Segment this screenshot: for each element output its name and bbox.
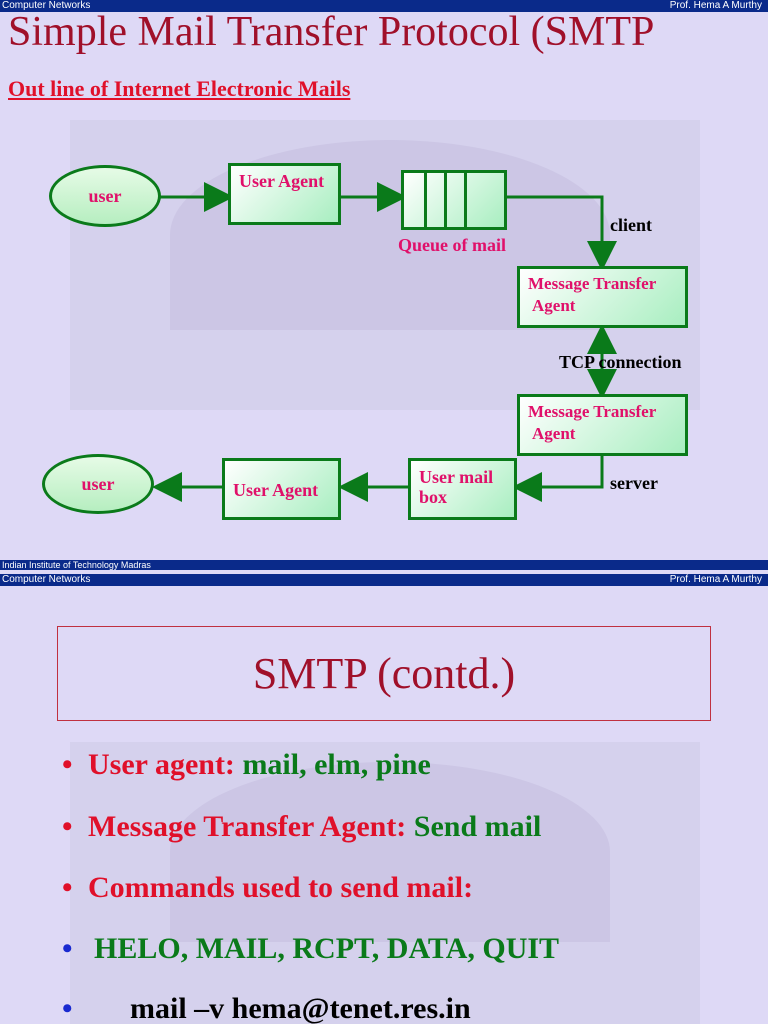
bullet-label: Message Transfer Agent: <box>88 810 414 843</box>
header-bar-2: Computer Networks Prof. Hema A Murthy <box>0 574 768 586</box>
mail-queue-node <box>401 170 507 230</box>
mta-top-line2: Agent <box>528 295 677 317</box>
user-agent-top-node: User Agent <box>228 163 341 225</box>
user-bottom-label: user <box>82 474 115 495</box>
bullet-item: • Message Transfer Agent: Send mail <box>62 810 541 844</box>
mailbox-line2: box <box>419 487 506 507</box>
bullet-value: mail –v hema@tenet.res.in <box>130 992 471 1024</box>
queue-label: Queue of mail <box>398 235 506 256</box>
mta-top-line1: Message Transfer <box>528 273 677 295</box>
slide-1: Computer Networks Prof. Hema A Murthy Si… <box>0 0 768 572</box>
bullet-item: • Commands used to send mail: <box>62 871 473 905</box>
bullet-marker: • <box>62 871 73 904</box>
mailbox-line1: User mail <box>419 467 506 487</box>
bullet-item: • User agent: mail, elm, pine <box>62 748 431 782</box>
bullet-marker: • <box>62 748 73 781</box>
user-top-label: user <box>89 186 122 207</box>
user-agent-top-label: User Agent <box>239 171 324 191</box>
mta-bottom-line1: Message Transfer <box>528 401 677 423</box>
mailbox-node: User mail box <box>408 458 517 520</box>
footer-bar: Indian Institute of Technology Madras <box>0 560 768 570</box>
header-left-2: Computer Networks <box>2 574 90 586</box>
bullet-value: HELO, MAIL, RCPT, DATA, QUIT <box>94 932 559 965</box>
user-agent-bottom-label: User Agent <box>233 480 318 500</box>
slide-title-2: SMTP (contd.) <box>253 648 515 699</box>
bullet-marker: • <box>62 810 73 843</box>
footer-left: Indian Institute of Technology Madras <box>2 560 151 570</box>
tcp-label: TCP connection <box>559 352 682 373</box>
bullet-value: Send mail <box>414 810 542 843</box>
dome-watermark-2 <box>170 762 610 942</box>
mta-bottom-node: Message Transfer Agent <box>517 394 688 456</box>
server-label: server <box>610 473 658 494</box>
arrow-mta-to-mailbox <box>518 456 602 487</box>
bullet-value: mail, elm, pine <box>242 748 430 781</box>
header-right-2: Prof. Hema A Murthy <box>670 574 762 586</box>
bullet-item: • mail –v hema@tenet.res.in <box>62 992 471 1024</box>
user-bottom-node: user <box>42 454 154 514</box>
client-label: client <box>610 215 652 236</box>
slide-title-box: SMTP (contd.) <box>57 626 711 721</box>
bullet-label: Commands used to send mail: <box>88 871 473 904</box>
bullet-marker: • <box>62 932 73 965</box>
bullet-label: User agent: <box>88 748 242 781</box>
mta-bottom-line2: Agent <box>528 423 677 445</box>
bullet-marker: • <box>62 992 73 1024</box>
user-top-node: user <box>49 165 161 227</box>
bullet-item: • HELO, MAIL, RCPT, DATA, QUIT <box>62 932 559 966</box>
slide-2: Computer Networks Prof. Hema A Murthy SM… <box>0 572 768 1024</box>
mta-top-node: Message Transfer Agent <box>517 266 688 328</box>
user-agent-bottom-node: User Agent <box>222 458 341 520</box>
arrow-queue-to-mta <box>506 197 602 265</box>
